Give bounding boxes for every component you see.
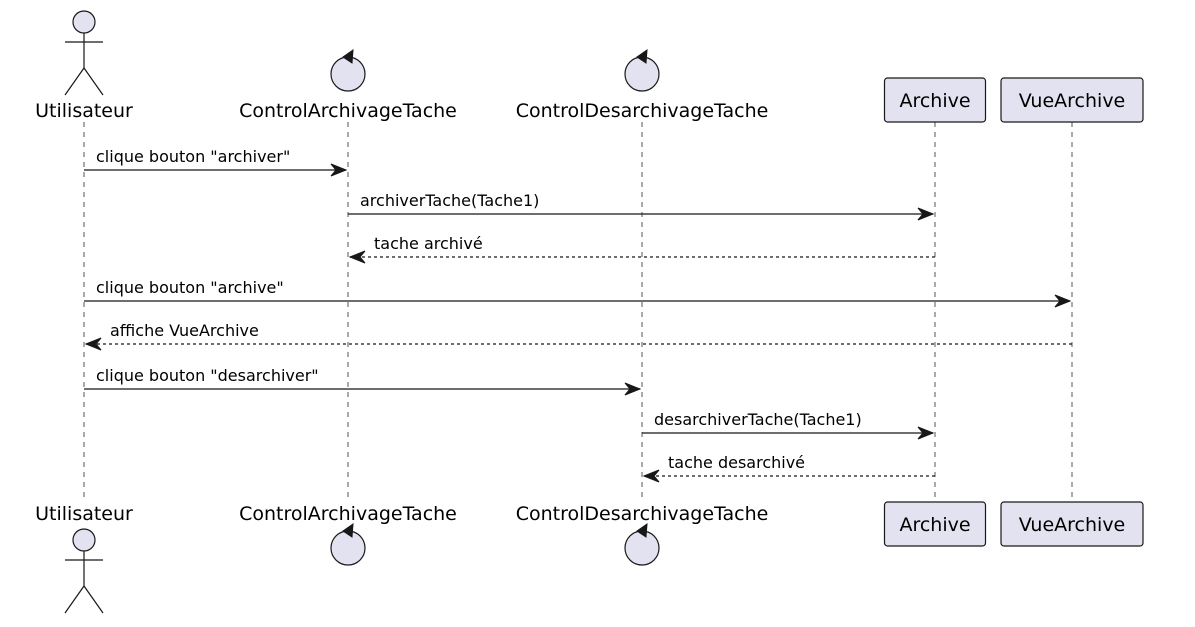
participant-top-control-archivage: ControlArchivageTache: [239, 48, 457, 122]
participant-label: VueArchive: [1019, 514, 1126, 536]
control-icon: [330, 48, 366, 92]
participant-label: VueArchive: [1019, 90, 1126, 112]
participant-top-vue-archive: VueArchive: [1000, 77, 1144, 123]
message-4: clique bouton "archive": [84, 278, 1072, 308]
message-label: tache archivé: [374, 234, 483, 253]
message-label: affiche VueArchive: [110, 321, 259, 340]
message-label: clique bouton "archiver": [96, 147, 290, 166]
message-1: clique bouton "archiver": [84, 147, 348, 177]
message-label: clique bouton "desarchiver": [96, 366, 319, 385]
participants-bottom: Utilisateur ControlArchivageTache ControlD…: [35, 501, 1144, 614]
participant-label: Archive: [899, 514, 970, 536]
participant-label: Archive: [899, 90, 970, 112]
arrowhead: [84, 337, 102, 351]
participant-bottom-control-desarchivage: ControlDesarchivageTache: [516, 503, 769, 566]
lifelines: [83, 122, 1073, 502]
control-icon: [624, 48, 660, 92]
control-icon: [624, 522, 660, 566]
actor-icon: [64, 528, 104, 614]
participant-top-utilisateur: Utilisateur: [35, 10, 133, 122]
arrowhead: [348, 250, 366, 264]
arrowhead: [624, 382, 642, 396]
participant-bottom-vue-archive: VueArchive: [1000, 501, 1144, 547]
actor-icon: [64, 10, 104, 96]
participant-bottom-control-archivage: ControlArchivageTache: [239, 503, 457, 566]
arrowhead: [1054, 294, 1072, 308]
arrowhead: [642, 469, 660, 483]
arrowhead: [917, 426, 935, 440]
message-8: tache desarchivé: [642, 453, 935, 483]
control-icon: [330, 522, 366, 566]
participant-label: ControlDesarchivageTache: [516, 503, 769, 525]
message-2: archiverTache(Tache1): [348, 191, 935, 221]
participant-box: [1000, 77, 1144, 123]
participant-bottom-utilisateur: Utilisateur: [35, 503, 133, 614]
participant-top-archive: Archive: [883, 77, 987, 123]
participant-top-control-desarchivage: ControlDesarchivageTache: [516, 48, 769, 122]
participant-label: ControlDesarchivageTache: [516, 100, 769, 122]
participants-top: Utilisateur ControlArchivageTache ControlD…: [35, 10, 1144, 123]
participant-box: [883, 77, 987, 123]
message-label: tache desarchivé: [668, 453, 805, 472]
participant-label: ControlArchivageTache: [239, 100, 457, 122]
messages: clique bouton "archiver" archiverTache(Ta…: [84, 147, 1072, 483]
participant-label: Utilisateur: [35, 100, 133, 122]
message-3: tache archivé: [348, 234, 935, 264]
participant-label: Utilisateur: [35, 503, 133, 525]
message-label: desarchiverTache(Tache1): [654, 410, 862, 429]
arrowhead: [330, 163, 348, 177]
message-label: archiverTache(Tache1): [360, 191, 539, 210]
participant-label: ControlArchivageTache: [239, 503, 457, 525]
message-7: desarchiverTache(Tache1): [642, 410, 935, 440]
message-label: clique bouton "archive": [96, 278, 284, 297]
message-5: affiche VueArchive: [84, 321, 1072, 351]
participant-box: [1000, 501, 1144, 547]
participant-bottom-archive: Archive: [883, 501, 987, 547]
arrowhead: [917, 207, 935, 221]
participant-box: [883, 501, 987, 547]
message-6: clique bouton "desarchiver": [84, 366, 642, 396]
